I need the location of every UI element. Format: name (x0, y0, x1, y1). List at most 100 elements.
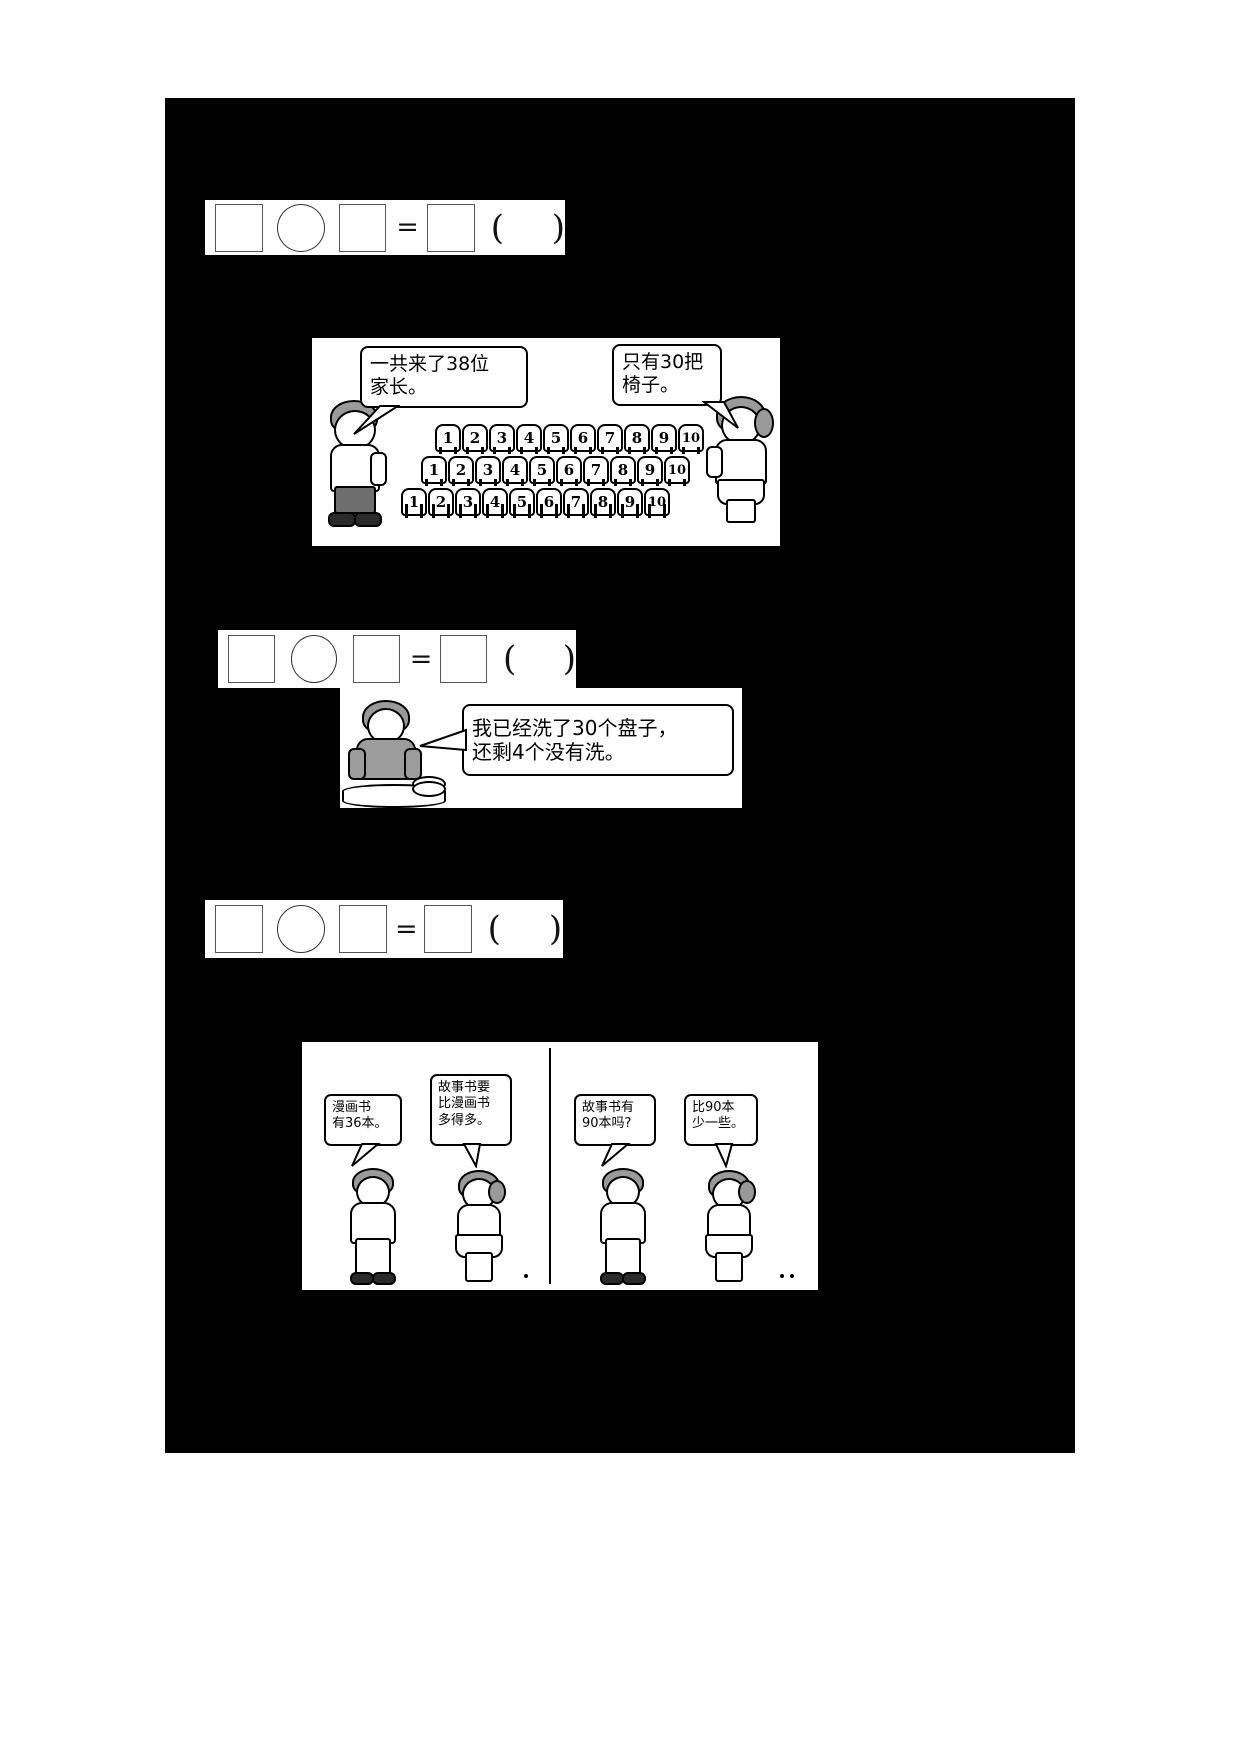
chair-item: 4 (481, 488, 509, 518)
chair-number: 6 (536, 488, 562, 516)
comic-panel-divider (549, 1048, 551, 1284)
illustration-books-comic: 漫画书 有36本。 故事书要 比漫画书 多得多。 故事书有 (300, 1040, 820, 1292)
paren-open-2: ( (502, 639, 517, 679)
chair-item: 3 (474, 456, 502, 486)
chair-item: 9 (650, 424, 678, 454)
chair-item: 3 (454, 488, 482, 518)
equals-sign-1: = (396, 212, 419, 243)
operator-circle-3[interactable] (277, 905, 325, 953)
chair-item: 10 (663, 456, 691, 486)
comic-girl-ponytail (738, 1180, 756, 1204)
bubble-comic-books-count: 漫画书 有36本。 (324, 1094, 402, 1146)
chair-item: 9 (616, 488, 644, 518)
chair-item: 4 (515, 424, 543, 454)
girl-legs (726, 499, 756, 523)
formula-row-1: = ( ) (205, 200, 565, 255)
comic-girl-ponytail (488, 1180, 506, 1204)
boy-shoe-left (328, 512, 356, 527)
chair-item: 10 (643, 488, 671, 518)
answer-box-3a[interactable] (215, 905, 263, 953)
chair-row-1: 1 2 3 4 5 6 7 8 9 10 (434, 424, 704, 454)
bubble-tail-comic-left-girl (462, 1143, 482, 1168)
answer-box-1a[interactable] (215, 203, 263, 252)
chair-item: 2 (427, 488, 455, 518)
chair-item: 2 (461, 424, 489, 454)
chair-item: 1 (400, 488, 428, 518)
chair-item: 4 (501, 456, 529, 486)
comic-girl-legs (465, 1252, 493, 1282)
comic-boy-shoe-left (600, 1272, 624, 1285)
chair-item: 6 (555, 456, 583, 486)
result-box-2[interactable] (440, 635, 487, 683)
answer-box-2a[interactable] (228, 635, 275, 683)
bubble-tail-girl (702, 401, 739, 429)
chair-item: 5 (508, 488, 536, 518)
comic-left-boy-figure (344, 1168, 402, 1285)
operator-circle-2[interactable] (290, 635, 338, 683)
girl-ponytail (754, 408, 774, 438)
comic-boy-shoe-right (372, 1272, 396, 1285)
chair-item: 7 (562, 488, 590, 518)
paren-close-3: ) (548, 909, 563, 949)
boy-arm-right (370, 452, 387, 486)
chair-item: 1 (434, 424, 462, 454)
bubble-tail-dishes (419, 728, 467, 752)
chair-item: 7 (582, 456, 610, 486)
chair-item: 3 (488, 424, 516, 454)
paren-open-3: ( (487, 909, 501, 949)
panel-dot-left (524, 1274, 528, 1278)
comic-boy-shoe-right (622, 1272, 646, 1285)
girl-figure (706, 396, 774, 528)
chair-row-2: 1 2 3 4 5 6 7 8 9 10 (420, 456, 690, 486)
woman-arm-right (404, 748, 422, 780)
paren-close-2: ) (562, 639, 576, 679)
plate-stack (412, 781, 446, 797)
bubble-chairs-count: 只有30把 椅子。 (612, 344, 722, 406)
chair-item: 7 (596, 424, 624, 454)
boy-shoe-right (354, 512, 382, 527)
answer-box-3b[interactable] (339, 905, 387, 953)
comic-boy-shirt (600, 1202, 646, 1244)
chair-item: 8 (589, 488, 617, 518)
equals-sign-2: = (409, 643, 433, 675)
comic-girl-legs (715, 1252, 743, 1282)
chair-item: 6 (535, 488, 563, 518)
comic-left-girl-figure (450, 1170, 508, 1284)
bubble-tail-comic-left-boy (351, 1143, 381, 1167)
chair-item: 8 (623, 424, 651, 454)
bubble-tail-comic-right-boy (601, 1143, 631, 1167)
answer-box-1b[interactable] (338, 203, 387, 252)
illustration-washing-dishes: 我已经洗了30个盘子， 还剩4个没有洗。 (340, 688, 742, 808)
comic-boy-shirt (350, 1202, 396, 1244)
chair-row-3: 1 2 3 4 5 6 7 8 9 10 (400, 488, 670, 518)
result-box-1[interactable] (426, 203, 475, 252)
woman-figure (348, 700, 422, 792)
comic-boy-shoe-left (350, 1272, 374, 1285)
panel-dot-right-b (790, 1274, 794, 1278)
chair-item: 5 (542, 424, 570, 454)
formula-row-2: = ( ) (218, 630, 576, 688)
bubble-parents-count: 一共来了38位 家长。 (360, 346, 528, 408)
chair-item: 5 (528, 456, 556, 486)
answer-box-2b[interactable] (353, 635, 400, 683)
bubble-fewer-than-90: 比90本 少一些。 (684, 1094, 758, 1146)
paren-open-1: ( (490, 207, 504, 248)
equals-sign-3: = (395, 913, 418, 945)
result-box-3[interactable] (423, 905, 472, 953)
paren-close-1: ) (551, 207, 565, 248)
chair-item: 10 (677, 424, 705, 454)
boy-shorts (334, 486, 376, 514)
illustration-parents-chairs: 一共来了38位 家长。 只有30把 椅子。 1 2 3 4 5 6 7 8 9 … (312, 338, 780, 546)
comic-right-boy-figure (594, 1168, 652, 1285)
girl-arm-left (706, 446, 723, 478)
bubble-story-books-more: 故事书要 比漫画书 多得多。 (430, 1074, 512, 1146)
operator-circle-1[interactable] (276, 203, 325, 252)
formula-row-3: = ( ) (205, 900, 563, 958)
bubble-tail-comic-right-girl (714, 1143, 734, 1168)
woman-arm-left (348, 748, 366, 780)
bubble-tail-boy (353, 405, 400, 435)
chair-item: 8 (609, 456, 637, 486)
bubble-story-books-90-question: 故事书有 90本吗? (574, 1094, 656, 1146)
chair-item: 9 (636, 456, 664, 486)
